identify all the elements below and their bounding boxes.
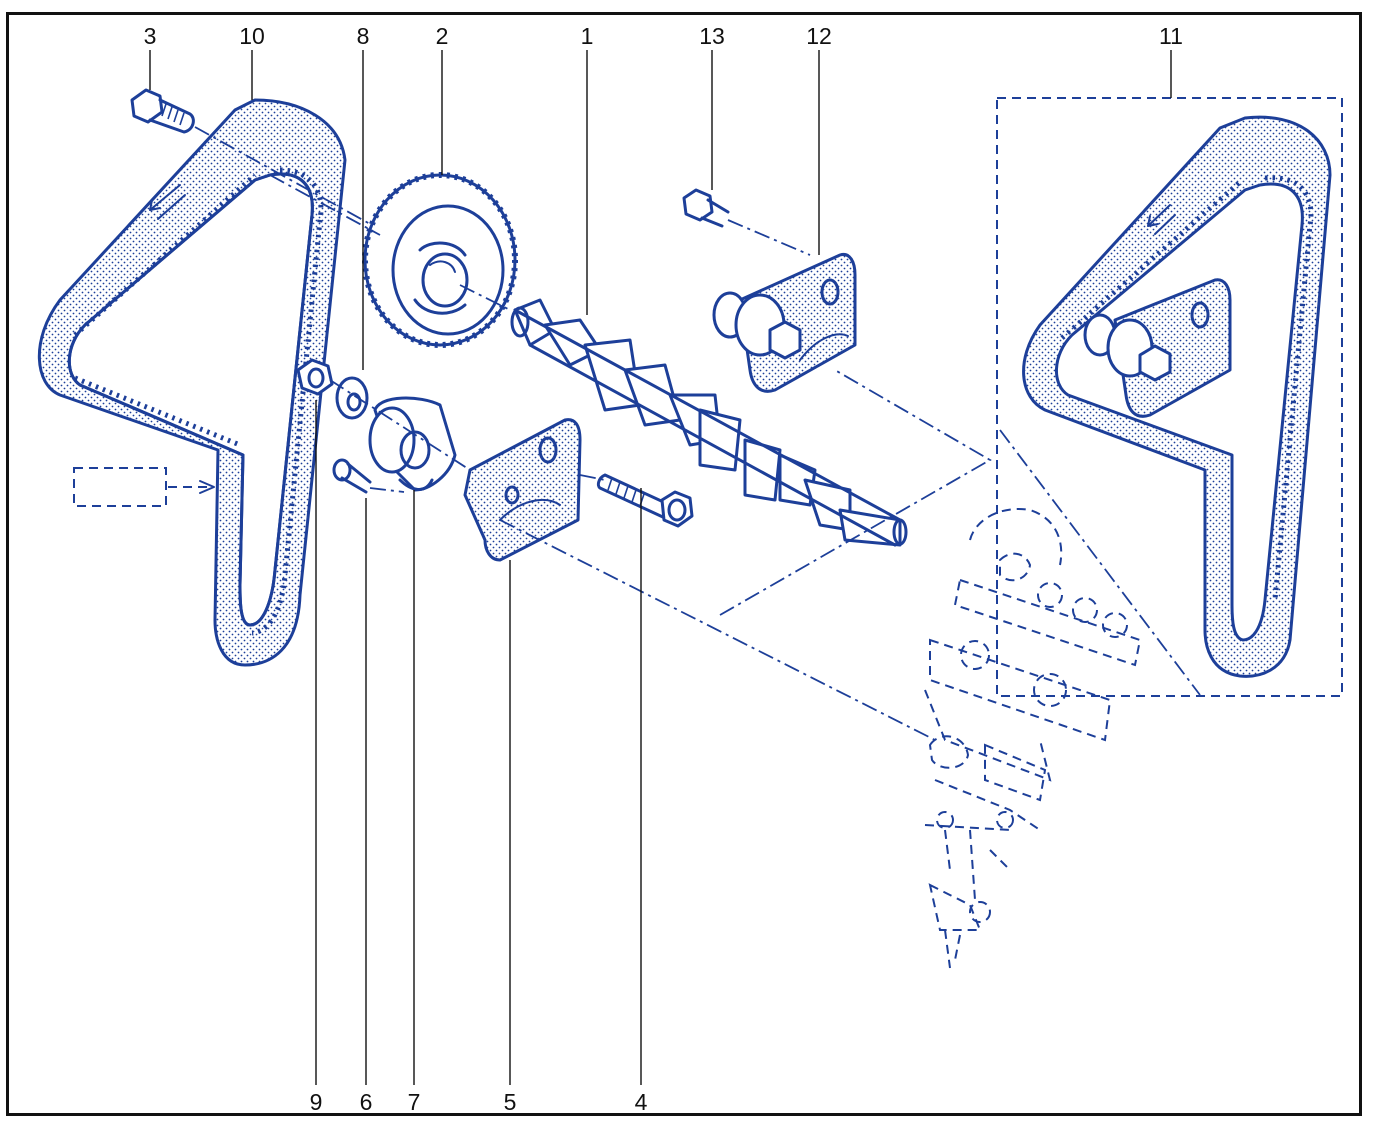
camshaft [459,284,908,547]
callout-13: 13 [699,23,725,49]
engine-block-outline [924,508,1142,969]
nut [296,358,334,396]
sprocket-bolt [130,88,391,236]
callout-11: 11 [1159,23,1183,49]
tensioner-plate-assembly [712,252,857,393]
callout-6: 6 [360,1089,373,1115]
callout-2: 2 [436,23,449,49]
small-bolt [332,458,405,494]
tensioner-roller [368,396,457,492]
leader-lines [149,50,1172,1085]
tensioner-bolt [579,473,694,528]
timing-belt [37,98,347,667]
callout-5: 5 [504,1089,517,1115]
belt-kit-alternative [996,97,1343,697]
callout-7: 7 [408,1089,421,1115]
plate-bolt [682,188,811,256]
callout-4: 4 [635,1089,648,1115]
tensioner-plate [463,418,582,562]
callout-12: 12 [806,23,832,49]
callout-10: 10 [239,23,265,49]
callout-3: 3 [144,23,157,49]
washer [335,376,369,420]
reference-box-left [73,467,215,507]
callout-9: 9 [310,1089,323,1115]
callout-1: 1 [581,23,594,49]
camshaft-sprocket [362,172,518,348]
callout-8: 8 [357,23,370,49]
